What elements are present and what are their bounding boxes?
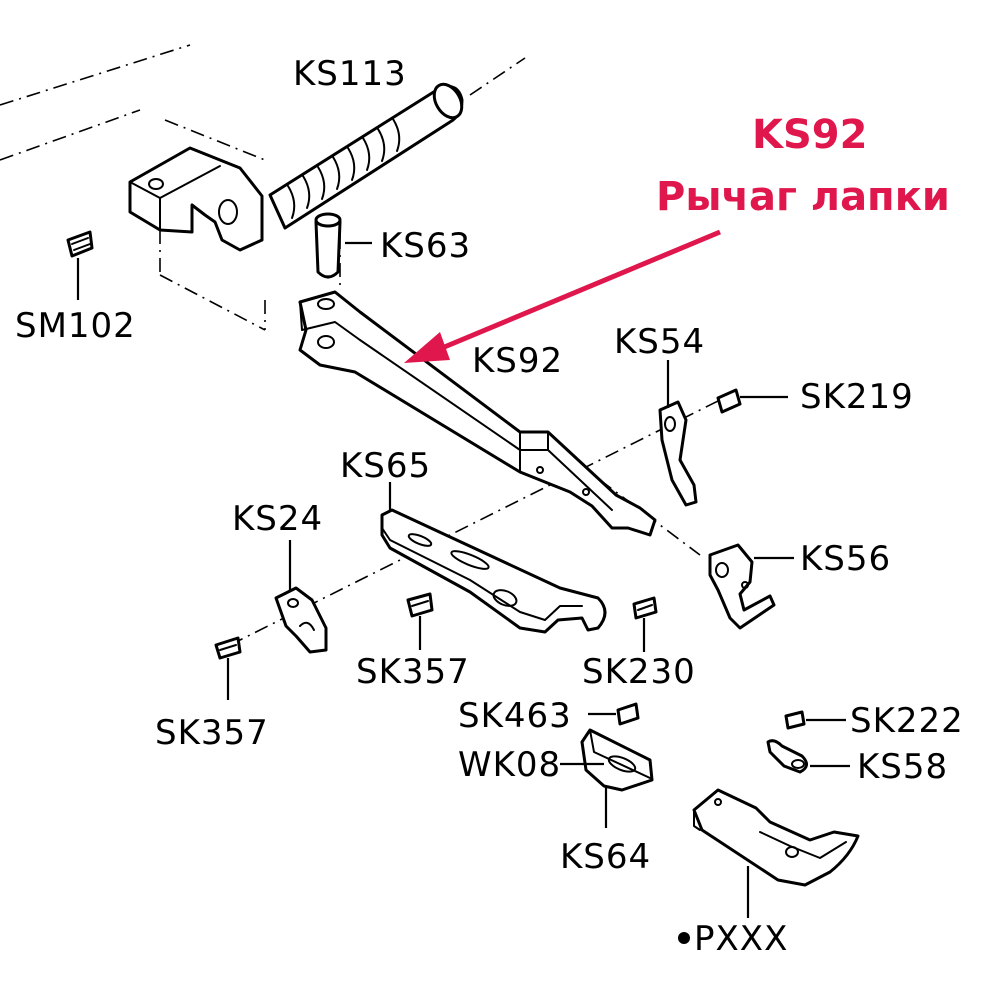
part-sk222-screw xyxy=(784,710,846,730)
label-sk463: SK463 xyxy=(458,696,572,736)
part-sk463-screw xyxy=(588,702,640,726)
label-sk230: SK230 xyxy=(582,652,696,692)
label-wk08: WK08 xyxy=(458,745,561,785)
part-ks92-lever xyxy=(298,290,657,537)
part-ks113-bracket xyxy=(128,146,264,252)
label-sk357-center: SK357 xyxy=(356,652,470,692)
callout-code: KS92 xyxy=(752,112,867,158)
label-ks58: KS58 xyxy=(857,747,948,787)
part-sk357-center-screw xyxy=(406,592,434,650)
label-ks92: KS92 xyxy=(472,341,563,381)
part-ks54 xyxy=(658,360,698,507)
pxxx-bullet-dot xyxy=(678,932,690,944)
part-ks56 xyxy=(708,543,794,630)
label-ks113: KS113 xyxy=(293,54,407,94)
part-ks64-plate xyxy=(560,728,654,828)
part-ks65-plate xyxy=(380,482,607,634)
part-sk219-screw xyxy=(716,388,788,414)
part-sk357-left-screw xyxy=(214,636,242,700)
part-sk230-screw xyxy=(632,596,658,652)
label-sk219: SK219 xyxy=(800,377,914,417)
part-ks24 xyxy=(274,540,328,654)
part-pxxx-foot xyxy=(692,788,860,918)
part-ks113-shaft xyxy=(268,82,464,230)
part-sm102-screw xyxy=(66,230,94,300)
label-pxxx: PXXX xyxy=(694,919,788,959)
label-sk357-left: SK357 xyxy=(155,713,269,753)
label-ks54: KS54 xyxy=(614,322,705,362)
label-ks65: KS65 xyxy=(340,446,431,486)
part-ks63-pin xyxy=(314,212,372,279)
label-ks63: KS63 xyxy=(380,226,471,266)
part-ks58-washer xyxy=(766,739,850,774)
label-ks64: KS64 xyxy=(560,837,651,877)
label-sm102: SM102 xyxy=(15,306,136,346)
callout-arrow xyxy=(404,229,721,363)
label-sk222: SK222 xyxy=(850,701,964,741)
label-ks56: KS56 xyxy=(800,539,891,579)
label-ks24: KS24 xyxy=(232,499,323,539)
callout-name: Рычаг лапки xyxy=(656,174,950,220)
